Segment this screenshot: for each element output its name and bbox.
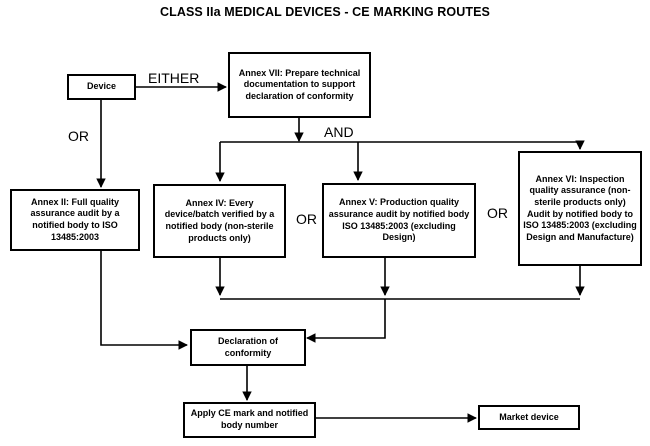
node-annex-v[interactable]: Annex V: Production quality assurance au… (322, 183, 476, 258)
node-annex-vi[interactable]: Annex VI: Inspection quality assurance (… (518, 151, 642, 266)
node-apply-ce-label: Apply CE mark and notified body number (190, 408, 309, 430)
connector-label-either: EITHER (146, 70, 202, 86)
node-apply-ce-mark[interactable]: Apply CE mark and notified body number (183, 402, 316, 438)
node-device-label: Device (86, 81, 117, 92)
node-declaration-of-conformity[interactable]: Declaration of conformity (190, 329, 306, 366)
node-declaration-label: Declaration of conformity (217, 335, 278, 358)
node-annex-v-label: Annex V: Production quality assurance au… (328, 197, 470, 243)
connector-label-and: AND (322, 124, 356, 140)
node-annex-ii[interactable]: Annex II: Full quality assurance audit b… (10, 189, 140, 251)
node-annex-vii[interactable]: Annex VII: Prepare technical documentati… (228, 52, 371, 118)
node-annex-vi-label: Annex VI: Inspection quality assurance (… (523, 173, 637, 242)
edge-annexii-to-declaration (100, 251, 188, 350)
page-title: CLASS IIa MEDICAL DEVICES - CE MARKING R… (160, 5, 490, 19)
node-annex-vii-label: Annex VII: Prepare technical documentati… (238, 67, 361, 101)
node-market-device-label: Market device (499, 411, 559, 422)
node-market-device[interactable]: Market device (478, 405, 580, 430)
connector-label-or-right: OR (485, 205, 510, 221)
node-annex-iv-label: Annex IV: Every device/batch verified by… (164, 197, 275, 243)
node-device[interactable]: Device (67, 74, 136, 100)
edge-merge-to-declaration (306, 299, 386, 343)
connector-label-or-left: OR (66, 128, 91, 144)
connector-label-or-mid: OR (294, 211, 319, 227)
node-annex-ii-label: Annex II: Full quality assurance audit b… (30, 196, 120, 242)
node-annex-iv[interactable]: Annex IV: Every device/batch verified by… (153, 184, 286, 258)
